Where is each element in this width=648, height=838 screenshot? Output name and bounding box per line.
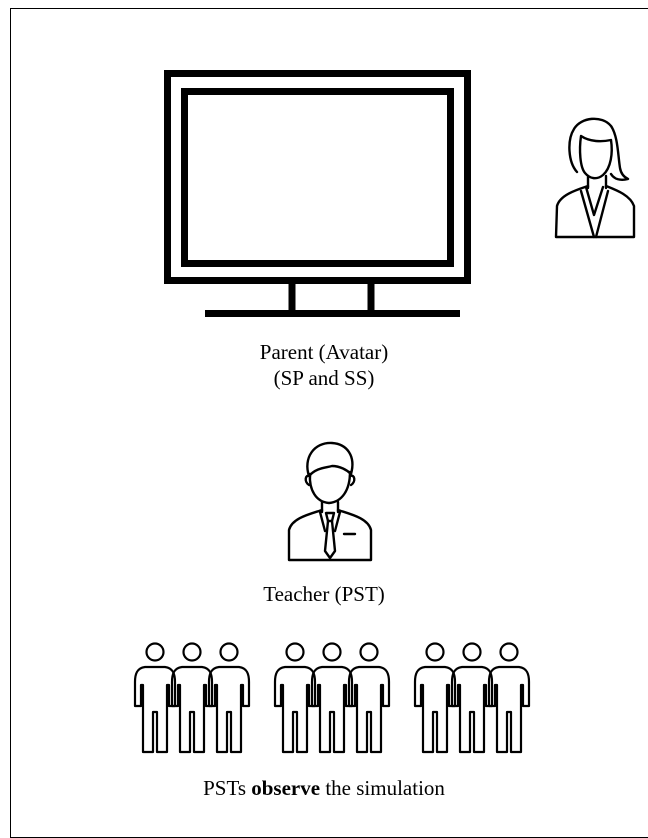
teacher-label: Teacher (PST)	[263, 582, 385, 606]
person-standing-icon	[207, 642, 251, 754]
observers-label-emphasis: observe	[251, 776, 321, 800]
woman-user-icon	[554, 117, 636, 239]
businessman-user-icon	[287, 441, 373, 562]
observers-label-suffix: the simulation	[320, 776, 445, 800]
person-standing-icon	[310, 642, 354, 754]
observers-group	[133, 642, 531, 754]
person-standing-icon	[413, 642, 457, 754]
person-standing-icon	[273, 642, 317, 754]
person-standing-icon	[347, 642, 391, 754]
person-standing-icon	[170, 642, 214, 754]
person-standing-icon	[133, 642, 177, 754]
observers-label-prefix: PSTs	[203, 776, 252, 800]
person-standing-icon	[487, 642, 531, 754]
person-standing-icon	[450, 642, 494, 754]
parent-label-line2: (SP and SS)	[273, 366, 375, 390]
observers-label: PSTs observe the simulation	[0, 776, 648, 801]
parent-label-line1: Parent (Avatar)	[259, 340, 389, 364]
